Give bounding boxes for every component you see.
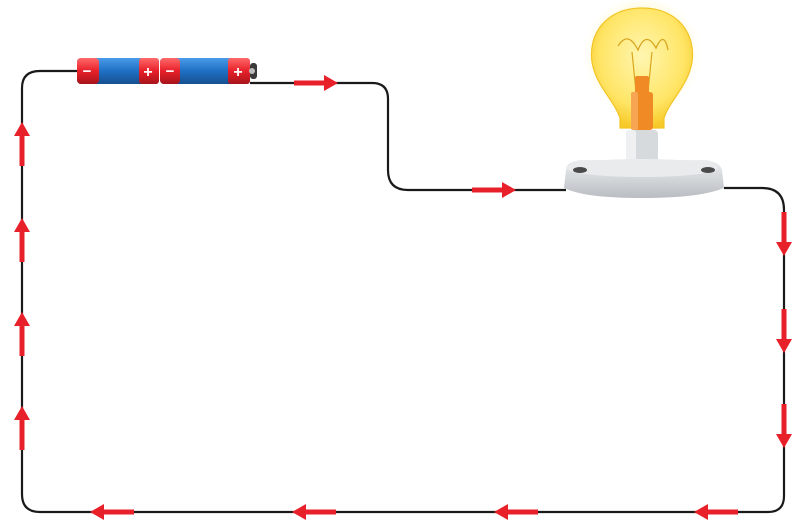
light-bulb-icon <box>564 0 724 198</box>
battery-cell-icon: − + <box>77 58 159 84</box>
battery-cell-icon: − + <box>160 58 257 84</box>
battery-cells: − + − + <box>77 58 257 84</box>
current-arrow-icon <box>294 75 338 91</box>
current-arrow-icon <box>776 404 792 448</box>
circuit-wire <box>20 69 786 514</box>
current-arrow-icon <box>14 312 30 356</box>
cell-2-positive-symbol: + <box>233 64 242 81</box>
current-arrow-icon <box>14 218 30 262</box>
current-arrow-icon <box>14 406 30 450</box>
cell-2-negative-symbol: − <box>166 63 175 80</box>
current-arrow-icon <box>14 122 30 166</box>
cell-1-positive-symbol: + <box>143 64 152 81</box>
current-arrow-icon <box>292 504 336 520</box>
cell-1-negative-symbol: − <box>83 63 92 80</box>
current-arrows <box>14 75 792 520</box>
current-arrow-icon <box>472 182 516 198</box>
current-arrow-icon <box>90 504 134 520</box>
current-arrow-icon <box>776 212 792 256</box>
current-arrow-icon <box>776 309 792 353</box>
current-arrow-icon <box>694 504 738 520</box>
current-arrow-icon <box>494 504 538 520</box>
